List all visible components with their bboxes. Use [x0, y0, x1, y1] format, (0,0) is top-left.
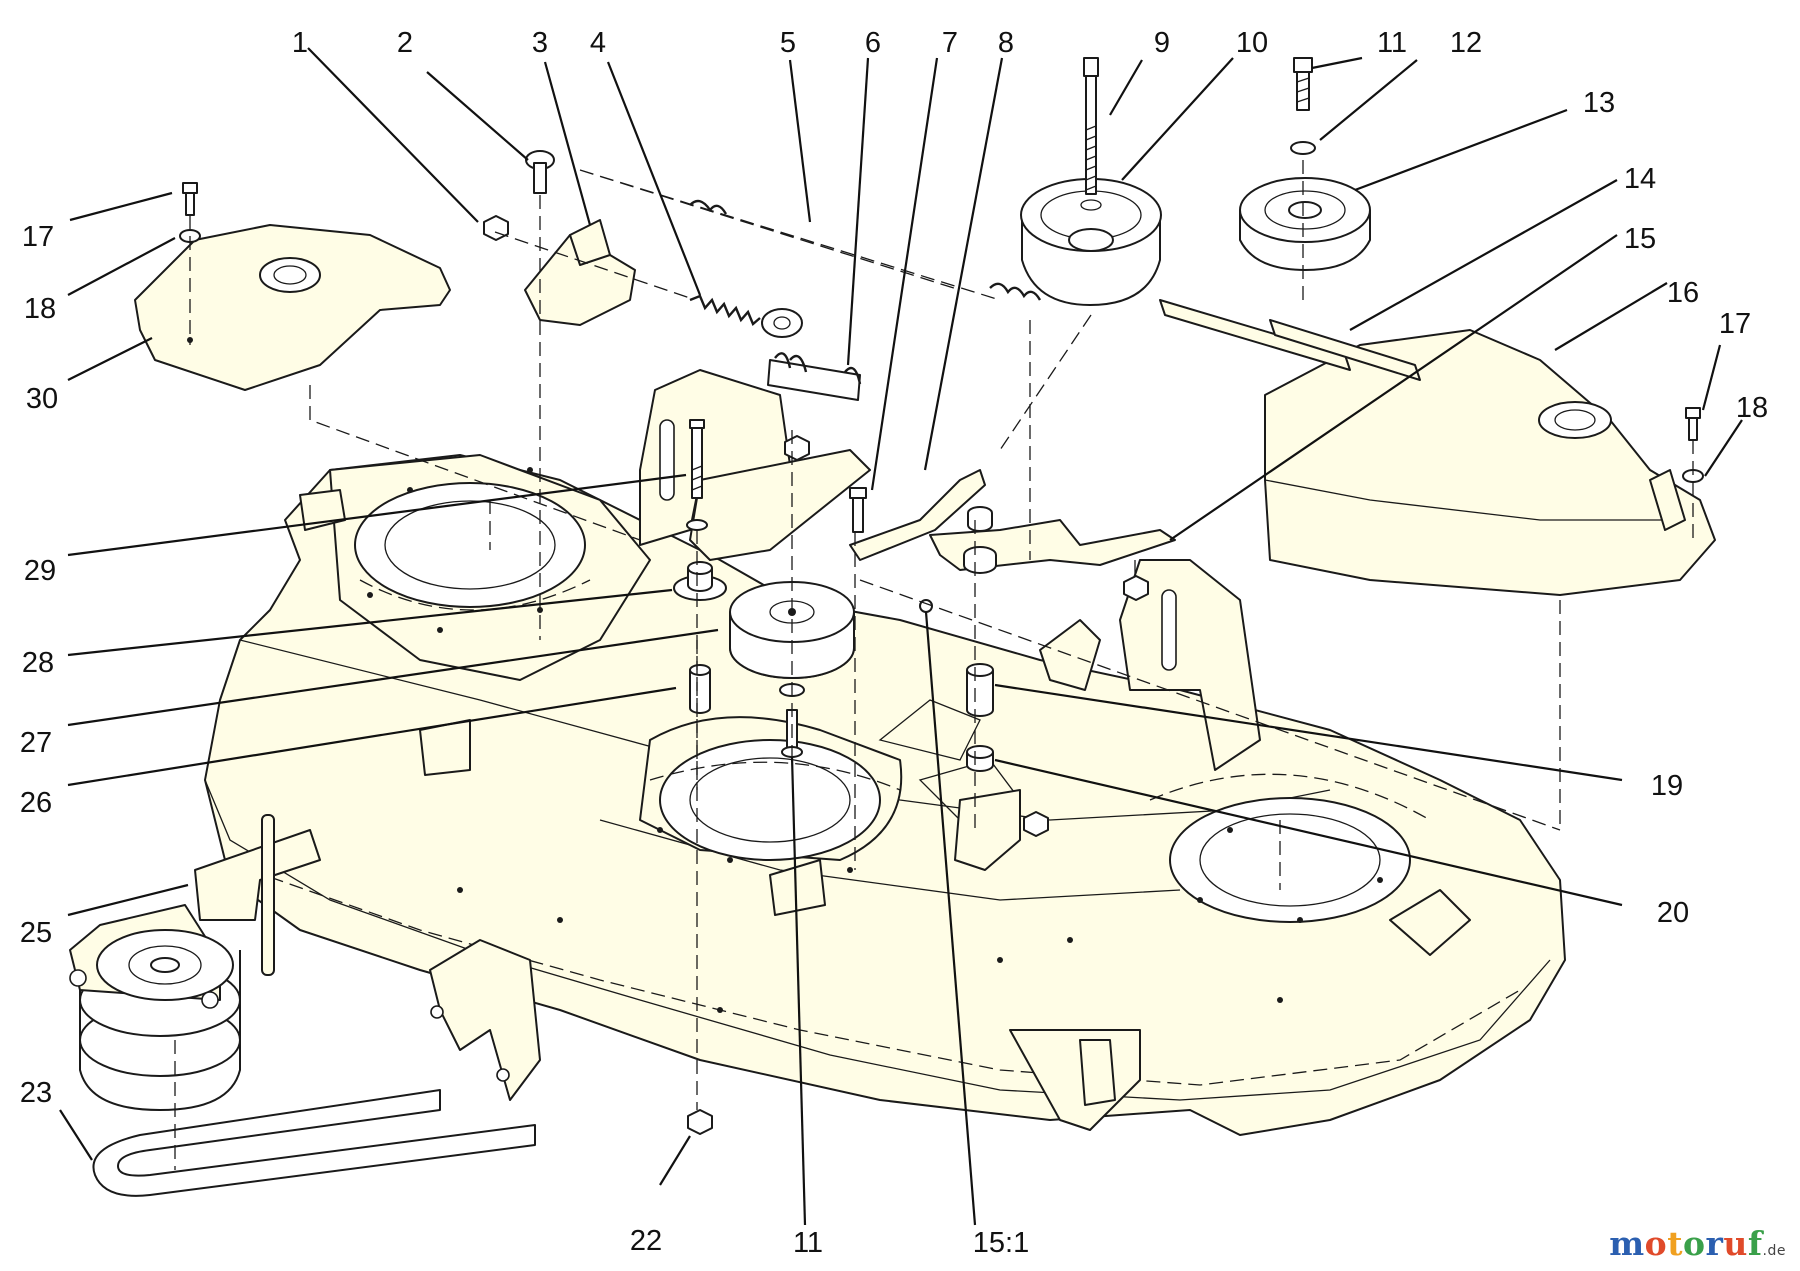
idler-bracket-assembly [639, 369, 1261, 771]
callout-16: 16 [1667, 277, 1699, 309]
watermark-letter: r [1705, 1224, 1724, 1263]
callout-20: 20 [1657, 897, 1689, 929]
deck-holes [367, 467, 1383, 1013]
hardware [179, 57, 1704, 1135]
watermark-letter: f [1747, 1224, 1763, 1263]
mower-deck-housing [204, 454, 1566, 1136]
callout-6: 6 [865, 27, 881, 59]
callout-25: 25 [20, 917, 52, 949]
callout-1: 1 [292, 27, 308, 59]
watermark-logo: motoruf.de [1609, 1224, 1786, 1263]
callout-5: 5 [780, 27, 796, 59]
watermark-letter: m [1609, 1224, 1645, 1263]
callout-18-left: 18 [24, 293, 56, 325]
callout-12: 12 [1450, 27, 1482, 59]
callout-7: 7 [942, 27, 958, 59]
callout-2: 2 [397, 27, 413, 59]
callout-27: 27 [20, 727, 52, 759]
watermark-letter: u [1723, 1224, 1748, 1263]
callout-30: 30 [26, 383, 58, 415]
callout-14: 14 [1624, 163, 1656, 195]
callout-leaders [59, 47, 1743, 1226]
callout-23: 23 [20, 1077, 52, 1109]
watermark-letter: t [1667, 1224, 1683, 1263]
v-belt [92, 1089, 536, 1197]
callout-15-1: 15:1 [973, 1227, 1029, 1259]
belt-cover-left [134, 224, 451, 391]
callout-4: 4 [590, 27, 606, 59]
callout-10: 10 [1236, 27, 1268, 59]
watermark-letter: o [1644, 1224, 1668, 1263]
callout-17-left: 17 [22, 221, 54, 253]
flat-idler-pulley-13 [1239, 177, 1371, 271]
assembly-lines [174, 160, 1694, 1170]
callout-19: 19 [1651, 770, 1683, 802]
callout-8: 8 [998, 27, 1014, 59]
pto-clutch-assembly [69, 814, 321, 1111]
callout-18-right: 18 [1736, 392, 1768, 424]
callout-29: 29 [24, 555, 56, 587]
callout-15: 15 [1624, 223, 1656, 255]
callout-26: 26 [20, 787, 52, 819]
watermark-letter: o [1682, 1224, 1706, 1263]
belt-guide-bar [1159, 299, 1421, 381]
flat-idler-pulley-10 [1020, 178, 1162, 306]
callout-9: 9 [1154, 27, 1170, 59]
callout-11-bottom: 11 [793, 1227, 823, 1259]
callout-3: 3 [532, 27, 548, 59]
callout-labels: 1 2 3 4 5 6 7 8 9 10 11 12 13 14 15 16 1… [20, 27, 1768, 1259]
callout-17-right: 17 [1719, 308, 1751, 340]
callout-13: 13 [1583, 87, 1615, 119]
callout-22: 22 [630, 1225, 662, 1257]
belt-cover-right [1264, 329, 1716, 596]
callout-28: 28 [22, 647, 54, 679]
callout-11-top: 11 [1377, 27, 1407, 59]
watermark-tld: .de [1762, 1243, 1786, 1259]
